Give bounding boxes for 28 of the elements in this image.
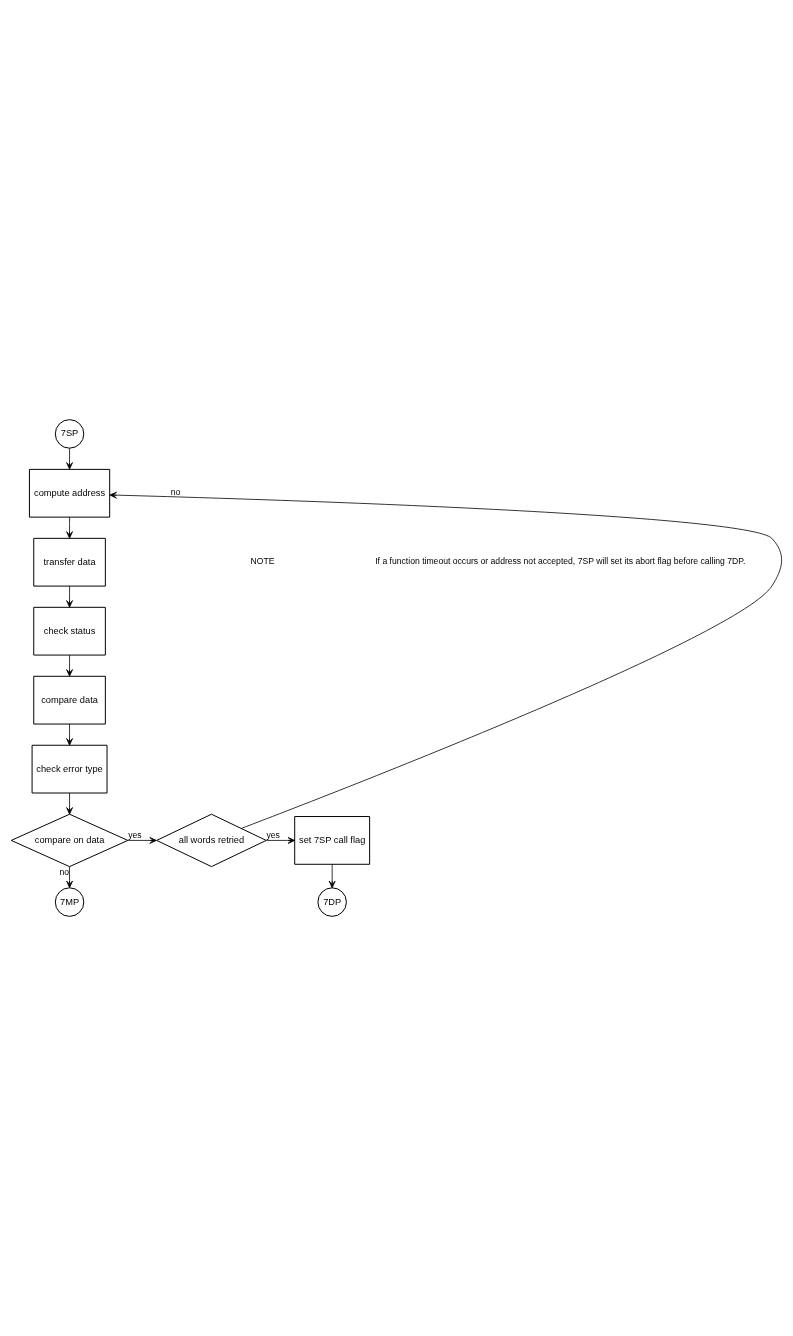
- node-box: compute address: [28, 468, 111, 518]
- arrow: [66, 866, 73, 889]
- arrow: [66, 585, 73, 608]
- node-circle: 7SP: [54, 419, 85, 449]
- edge-label: no: [59, 866, 70, 877]
- node-box: compare data: [33, 675, 106, 725]
- arrow: [66, 516, 73, 539]
- arrow: [328, 864, 336, 889]
- arrow: [66, 447, 73, 470]
- edge-label: yes: [266, 830, 280, 841]
- label: NOTE: [250, 556, 275, 567]
- node-circle: 7MP: [54, 887, 85, 917]
- node-diamond: all words retried: [156, 813, 267, 868]
- edge-label: no: [170, 486, 181, 497]
- node-box: check error type: [31, 744, 108, 794]
- node-box: set 7SP call flag: [294, 816, 371, 865]
- arrow: [127, 837, 157, 844]
- node-circle: 7DP: [317, 887, 347, 917]
- arrow: [66, 723, 73, 746]
- edge-label: yes: [128, 830, 142, 841]
- node-box: transfer data: [33, 537, 106, 587]
- label: If a function timeout occurs or address not accepted, 7SP will set its abort flag before calling 7DP.: [375, 556, 746, 567]
- arrow: [109, 491, 782, 829]
- arrow: [66, 654, 73, 677]
- arrow: [66, 792, 73, 815]
- node-diamond: compare on data: [10, 813, 129, 868]
- arrow: [266, 837, 296, 844]
- node-box: check status: [33, 606, 106, 656]
